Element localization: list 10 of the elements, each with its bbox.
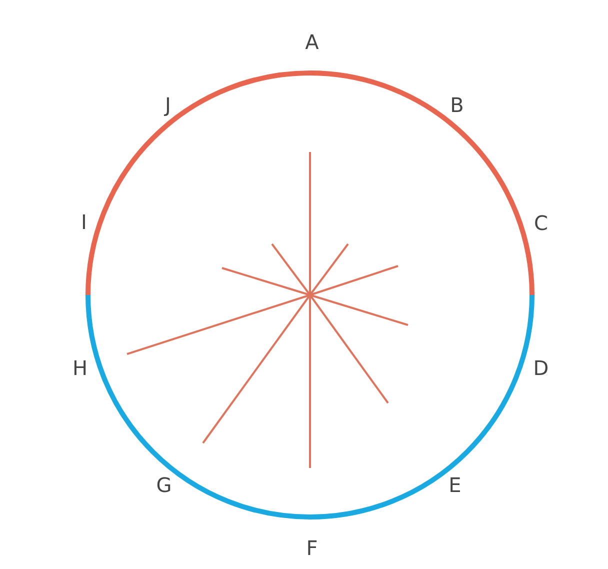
point-label: A	[305, 31, 319, 53]
point-label: G	[156, 474, 172, 496]
point-label: B	[450, 94, 464, 116]
point-label: E	[448, 474, 462, 496]
point-label: C	[534, 212, 548, 234]
point-label: D	[533, 357, 549, 379]
point-label: H	[72, 357, 88, 379]
point-label: I	[81, 211, 87, 233]
point-label: J	[165, 94, 171, 116]
point-label: F	[306, 537, 318, 559]
